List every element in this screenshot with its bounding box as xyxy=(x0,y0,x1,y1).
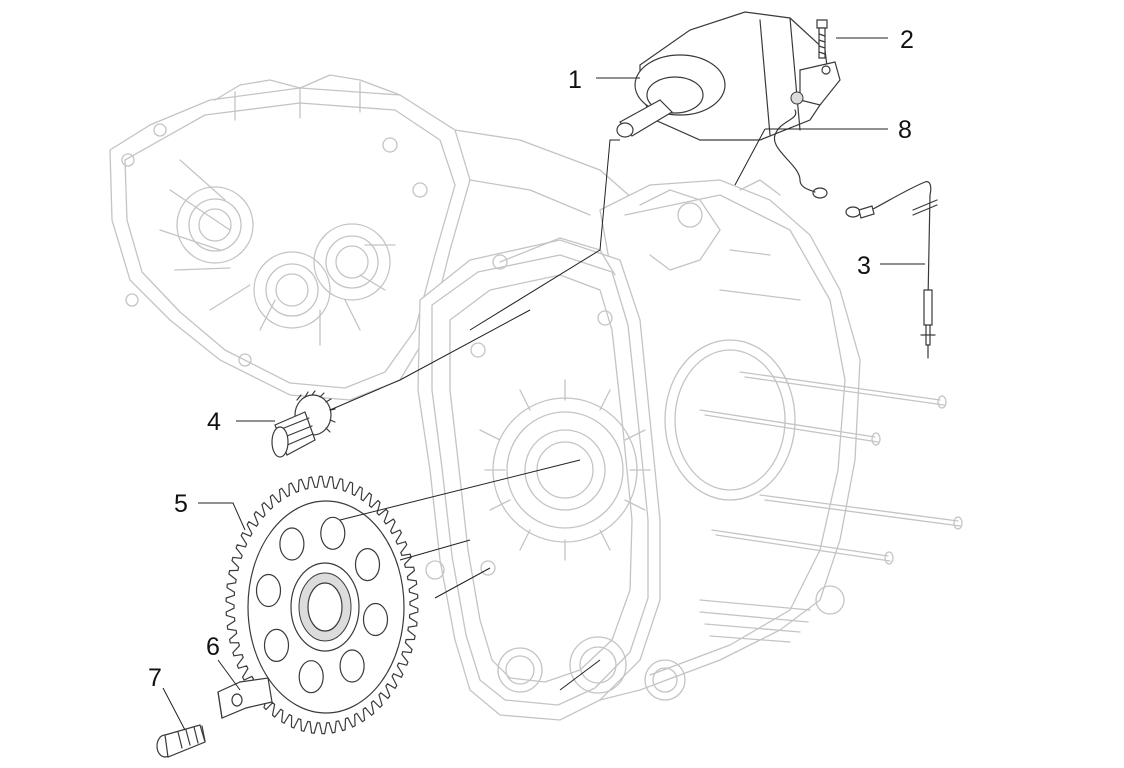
callout-4: 4 xyxy=(207,408,221,436)
starter-pinion-gear xyxy=(271,390,336,458)
screw xyxy=(156,724,206,758)
callout-8: 8 xyxy=(898,116,912,144)
callout-labels: 1 2 3 4 5 6 7 8 xyxy=(148,26,914,692)
callout-2: 2 xyxy=(900,26,914,54)
gear-lightening-hole xyxy=(298,660,324,694)
starter-motor xyxy=(616,11,841,141)
callout-7: 7 xyxy=(148,664,162,692)
gear-face xyxy=(247,500,405,714)
gear-lightening-hole xyxy=(339,649,365,683)
gear-lightening-hole xyxy=(362,602,389,637)
callout-1: 1 xyxy=(568,66,582,94)
gear-lightening-hole xyxy=(255,573,282,608)
gear-lightening-hole xyxy=(263,628,290,663)
starter-driven-gear xyxy=(225,475,419,735)
gear-lightening-hole xyxy=(320,516,346,550)
callout-3: 3 xyxy=(857,252,871,280)
gear-bore xyxy=(307,582,343,632)
callout-5: 5 xyxy=(174,490,188,518)
starter-cable xyxy=(845,181,938,359)
gear-lightening-hole xyxy=(279,527,305,561)
gear-lightening-hole xyxy=(354,547,381,582)
callout-6: 6 xyxy=(206,633,220,661)
starter-bolt xyxy=(816,19,828,59)
crankcase-cover-ghost xyxy=(417,237,686,721)
leader-lines xyxy=(162,37,925,731)
retaining-clip xyxy=(217,677,273,719)
ground-cable xyxy=(773,109,828,199)
